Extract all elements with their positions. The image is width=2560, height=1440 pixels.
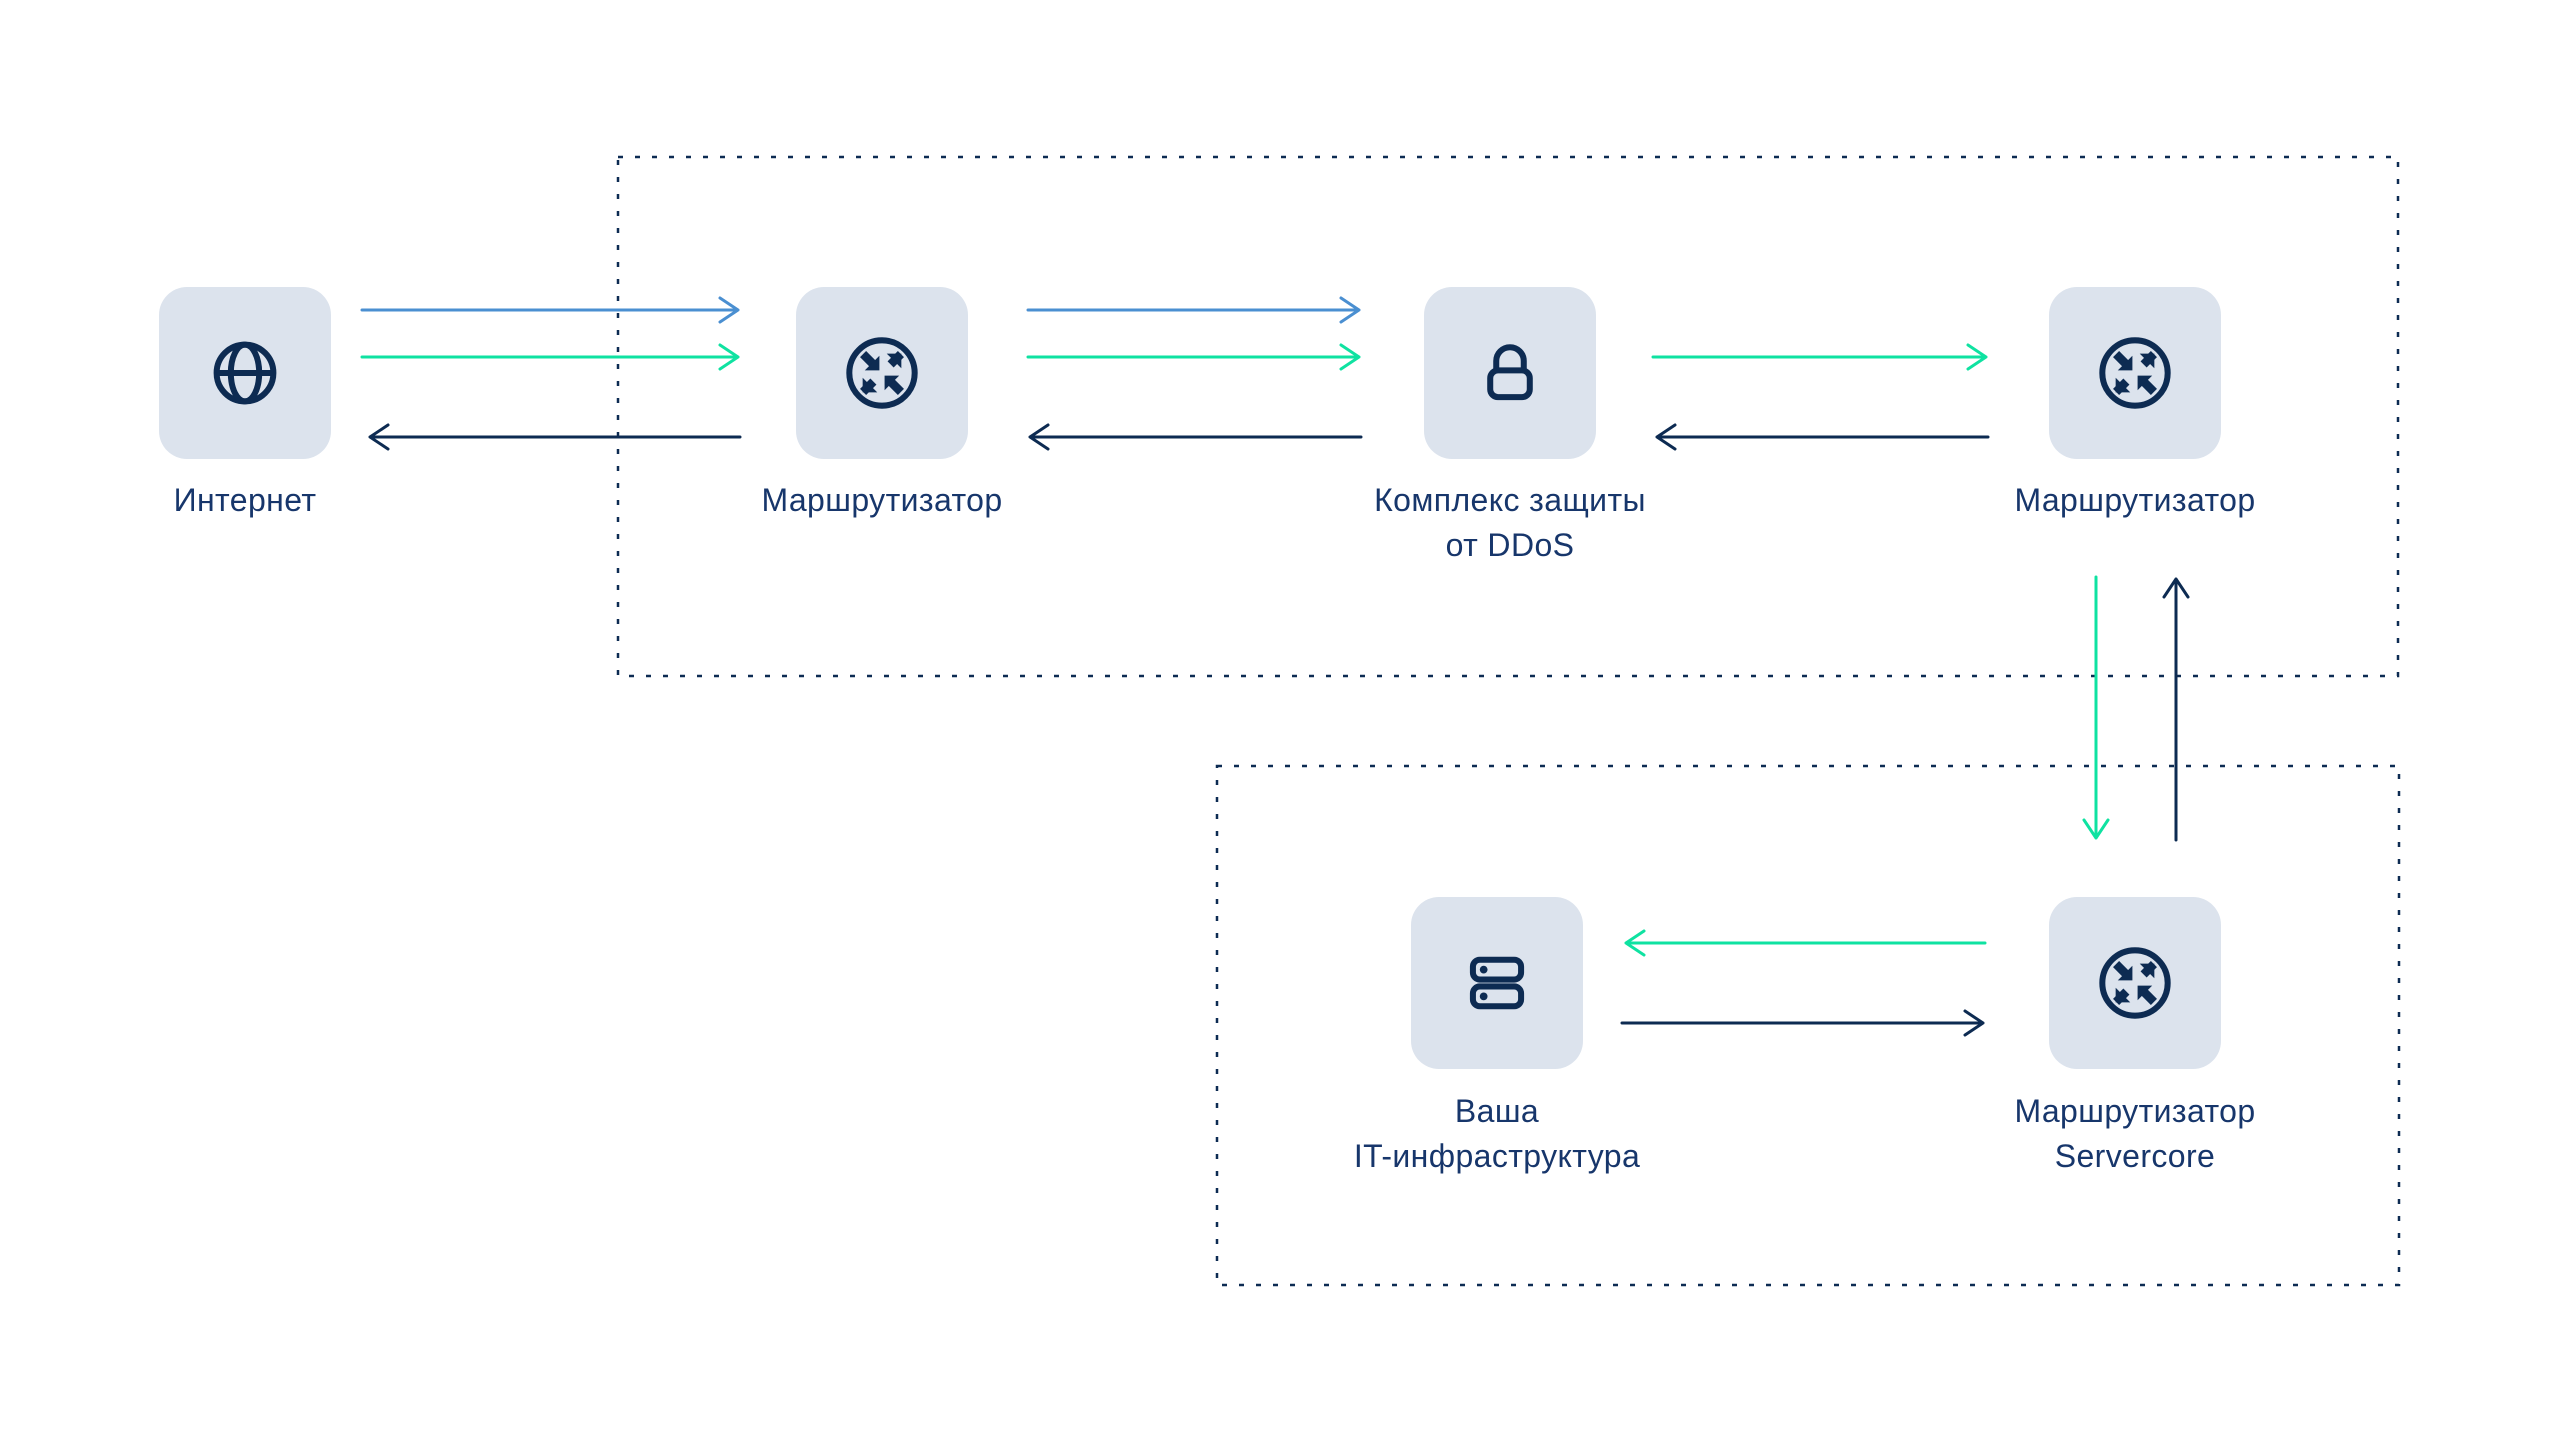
arrow-clean-servercore-to-infrastructure	[1624, 929, 1987, 957]
protection-zone-border	[616, 155, 2400, 678]
arrow-clean-down-to-servercore	[2082, 575, 2110, 840]
lock-icon	[1487, 344, 1533, 401]
node-router-servercore	[2049, 897, 2221, 1069]
node-router-border-label: Маршрутизатор	[2014, 482, 2256, 518]
node-router-border	[2049, 287, 2221, 459]
arrow-return-infrastructure-to-servercore	[1620, 1009, 1985, 1037]
arrow-return-ddos-to-router	[1028, 423, 1363, 451]
arrow-return-border-router-to-ddos	[1655, 423, 1990, 451]
servers-icon	[1469, 956, 1525, 1010]
arrow-clean-ddos-to-border-router	[1651, 343, 1988, 371]
arrow-clean-router-to-ddos	[1026, 343, 1361, 371]
node-ddos-protection-label: Комплекс защиты от DDoS	[1374, 482, 1646, 563]
node-router-servercore-label: Маршрутизатор Servercore	[2014, 1093, 2256, 1174]
node-internet-label: Интернет	[173, 482, 317, 518]
node-it-infrastructure	[1411, 897, 1583, 1069]
arrow-return-router-to-internet	[368, 423, 742, 451]
router-icon	[846, 337, 918, 409]
node-internet	[159, 287, 331, 459]
arrow-return-up-to-border-router	[2162, 577, 2190, 842]
node-router-operator	[796, 287, 968, 459]
node-router-operator-label: Маршрутизатор	[761, 482, 1003, 518]
arrow-attack-internet-to-router	[360, 296, 740, 324]
router-icon	[2099, 337, 2171, 409]
arrow-attack-router-to-ddos	[1026, 296, 1361, 324]
node-it-infrastructure-label: Ваша IT-инфраструктура	[1353, 1093, 1641, 1174]
globe-icon	[213, 341, 277, 405]
node-ddos-protection	[1424, 287, 1596, 459]
infrastructure-zone-border	[1215, 764, 2401, 1287]
arrow-clean-internet-to-router	[360, 343, 740, 371]
router-icon	[2099, 947, 2171, 1019]
